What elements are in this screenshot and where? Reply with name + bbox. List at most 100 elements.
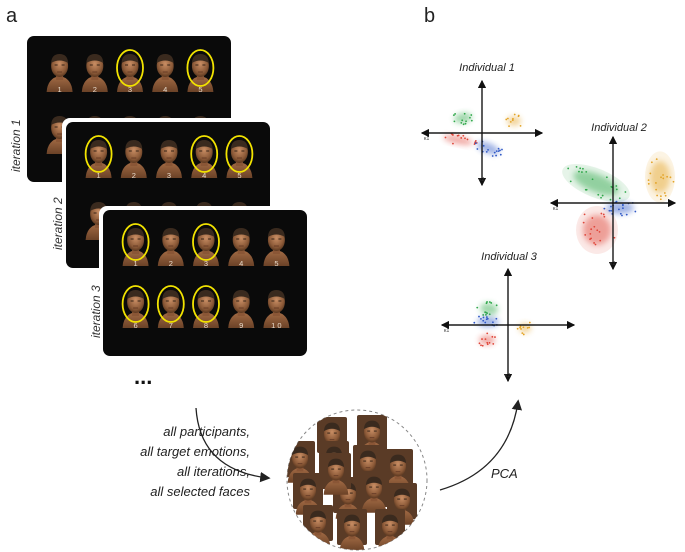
selected-faces-pool <box>286 409 428 551</box>
face-thumbnail-icon <box>339 514 365 550</box>
face-number: 7 <box>169 321 173 330</box>
caption-block: all participants, all target emotions, a… <box>140 424 250 499</box>
iteration-label-2: iteration 2 <box>51 197 65 250</box>
iteration-label-3: iteration 3 <box>89 285 103 338</box>
face-thumbnail-icon <box>152 54 179 92</box>
face-number: 5 <box>274 259 278 268</box>
individual-3-title: Individual 3 <box>481 251 538 263</box>
face-number: 4 <box>239 259 243 268</box>
caption-line-1: all participants, <box>163 424 250 439</box>
pca-axis-label-y: κ2 <box>610 261 616 267</box>
face-thumbnail-icon <box>122 290 149 328</box>
face-thumbnail-icon <box>81 54 108 92</box>
cluster <box>562 164 630 202</box>
yellow-selection-ring-icon <box>121 285 150 323</box>
cluster <box>576 206 618 254</box>
yellow-selection-ring-icon <box>190 135 219 173</box>
pca-axis-label-y: κ2 <box>505 373 511 379</box>
face-number: 1 <box>134 259 138 268</box>
iteration-label-1: iteration 1 <box>9 119 23 172</box>
cluster <box>476 301 498 316</box>
yellow-selection-ring-icon <box>116 49 144 87</box>
panel-letter-a: a <box>6 5 18 27</box>
face-thumbnail-icon <box>323 458 349 495</box>
yellow-selection-ring-icon <box>192 285 220 323</box>
face-thumbnail-icon <box>361 476 387 513</box>
face-thumbnail-icon <box>187 54 214 92</box>
yellow-selection-ring-icon <box>156 285 185 323</box>
iteration-stack: 1 2 3 4 5 1 2 3 4 5 1 2 3 4 5 6 7 8 9 1 0 <box>23 32 311 360</box>
face-thumbnail-icon <box>157 290 184 328</box>
face-thumbnail-icon <box>46 54 73 92</box>
face-thumbnail-icon <box>263 228 290 266</box>
face-number: 5 <box>237 171 241 180</box>
face-thumbnail-icon <box>226 140 253 178</box>
cluster <box>443 132 478 146</box>
face-number: 9 <box>239 321 243 330</box>
cluster <box>505 113 522 128</box>
pool-face-icon <box>303 505 333 547</box>
face-thumbnail-icon <box>228 228 255 266</box>
face-thumbnail-icon <box>157 228 184 266</box>
face-thumbnail-icon <box>156 140 182 178</box>
face-number: 4 <box>163 85 167 94</box>
pool-face-icon <box>359 471 389 513</box>
face-thumbnail-icon <box>263 290 290 328</box>
cluster <box>516 321 531 336</box>
face-number: 3 <box>128 85 132 94</box>
face-thumbnail-icon <box>193 228 219 266</box>
face-number: 1 <box>58 85 62 94</box>
face-thumbnail-icon <box>193 290 219 328</box>
iteration-card-3: 1 2 3 4 5 6 7 8 9 1 0 <box>99 206 311 360</box>
pca-axes-2: κ1 κ2 <box>549 135 677 271</box>
face-number: 2 <box>169 259 173 268</box>
caption-line-4: all selected faces <box>150 484 250 499</box>
face-number: 5 <box>198 85 202 94</box>
yellow-selection-ring-icon <box>192 223 220 261</box>
continuation-ellipsis: ... <box>134 364 152 389</box>
curved-arrow-icon-to-pca <box>439 399 523 491</box>
pca-axis-label-x: κ1 <box>553 206 559 212</box>
cluster <box>452 112 473 126</box>
face-number: 8 <box>204 321 208 330</box>
pool-face-icon <box>337 509 367 550</box>
cluster <box>474 140 503 157</box>
face-number: 4 <box>202 171 206 180</box>
face-number: 1 0 <box>271 321 281 330</box>
pca-plot-individual-2: κ1 κ2 <box>549 135 677 271</box>
pool-face-icon <box>375 509 405 550</box>
face-number: 1 <box>97 171 101 180</box>
face-thumbnail-icon <box>228 290 255 328</box>
pca-axis-label-x: κ1 <box>424 136 430 142</box>
pca-axis-label-x: κ1 <box>444 328 450 334</box>
caption-line-2: all target emotions, <box>140 444 250 459</box>
face-number: 2 <box>93 85 97 94</box>
face-thumbnail-icon <box>122 228 149 266</box>
pca-label: PCA <box>491 466 518 481</box>
face-thumbnail-icon <box>191 140 218 178</box>
cluster <box>645 151 675 203</box>
yellow-selection-ring-icon <box>225 135 254 173</box>
pool-face-icon <box>321 453 351 495</box>
yellow-selection-ring-icon <box>121 223 150 261</box>
face-thumbnail-icon <box>85 140 112 178</box>
cluster <box>478 332 496 347</box>
face-number: 3 <box>204 259 208 268</box>
yellow-selection-ring-icon <box>84 135 113 173</box>
face-number: 2 <box>132 171 136 180</box>
curved-arrow-icon-to-pool <box>195 407 271 483</box>
pca-plot-individual-3: κ1 κ2 <box>440 267 576 383</box>
face-thumbnail-icon <box>117 54 143 92</box>
panel-letter-b: b <box>424 5 435 27</box>
face-number: 3 <box>167 171 171 180</box>
individual-1-title: Individual 1 <box>459 62 515 74</box>
individual-2-title: Individual 2 <box>591 122 647 134</box>
face-thumbnail-icon <box>120 140 147 178</box>
yellow-selection-ring-icon <box>186 49 215 87</box>
face-number: 6 <box>134 321 138 330</box>
pca-axes-3: κ1 κ2 <box>440 267 576 383</box>
